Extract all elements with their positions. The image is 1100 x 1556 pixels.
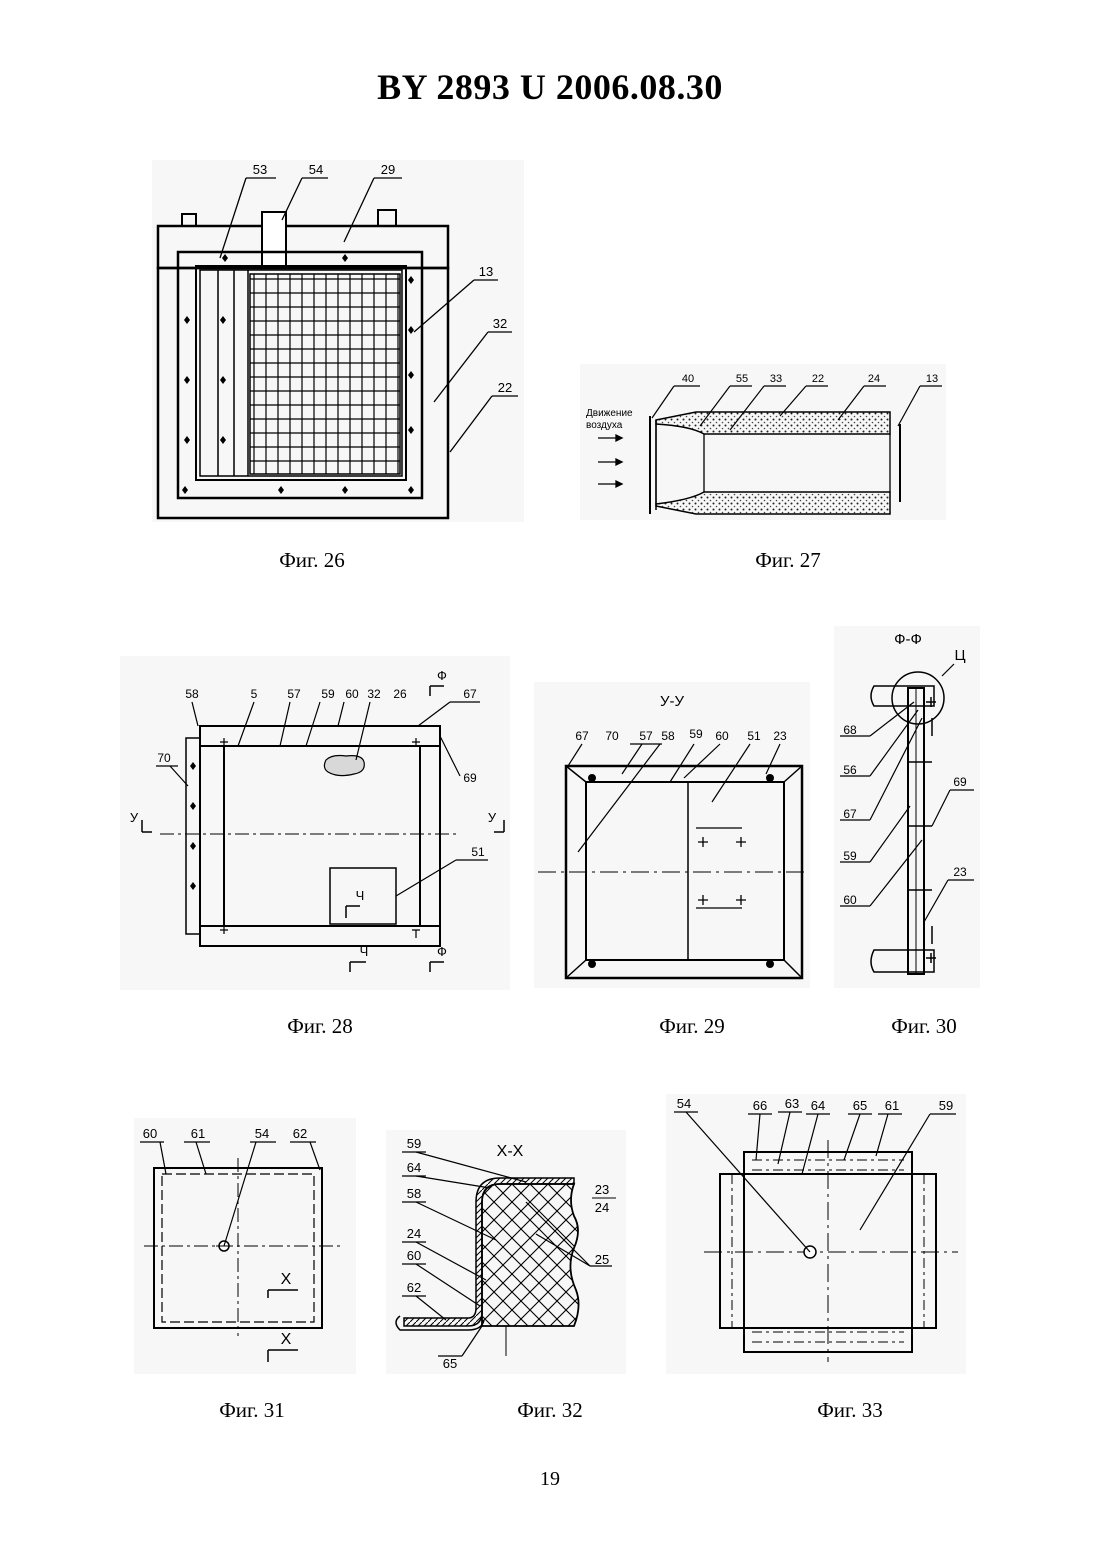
section-mark-u-left: У (130, 810, 139, 825)
figure-27-caption: Фиг. 27 (708, 548, 868, 573)
figure-30-caption: Фиг. 30 (844, 1014, 1004, 1039)
label-26: 26 (393, 687, 407, 701)
label-32: 32 (367, 687, 381, 701)
label-64: 64 (407, 1160, 421, 1175)
label-23: 23 (953, 865, 967, 879)
figure-32-caption: Фиг. 32 (470, 1398, 630, 1423)
section-mark-f-bottom: Ф (437, 944, 447, 959)
label-65: 65 (853, 1098, 867, 1113)
section-mark-u-right: У (488, 810, 497, 825)
label-54: 54 (255, 1126, 269, 1141)
figure-27-drawing: Движение воздуха 40 55 33 22 24 13 (580, 364, 946, 520)
label-54: 54 (309, 162, 323, 177)
label-25: 25 (595, 1252, 609, 1267)
label-22: 22 (812, 373, 824, 385)
label-64: 64 (811, 1098, 825, 1113)
label-13: 13 (479, 264, 493, 279)
label-53: 53 (253, 162, 267, 177)
figure-32-drawing: X-X 59 64 58 24 60 62 65 23 24 25 (386, 1130, 626, 1374)
label-24: 24 (407, 1226, 421, 1241)
figure-31-svg: 60 61 54 62 X X (134, 1118, 356, 1374)
figure-29-svg: У-У 67 70 57 58 59 60 51 23 (534, 682, 810, 988)
figure-30-drawing: Ф-Ф Ц 68 56 67 69 59 60 23 (834, 626, 980, 988)
figure-30-title: Ф-Ф (894, 631, 922, 648)
figure-31-drawing: 60 61 54 62 X X (134, 1118, 356, 1374)
label-70: 70 (157, 751, 171, 765)
label-61: 61 (885, 1098, 899, 1113)
label-13: 13 (926, 373, 938, 385)
figure-33-svg: 54 66 63 64 65 61 59 (666, 1094, 966, 1374)
label-69: 69 (463, 771, 477, 785)
label-59: 59 (689, 727, 703, 741)
figure-30-svg: Ф-Ф Ц 68 56 67 69 59 60 23 (834, 626, 980, 988)
label-66: 66 (753, 1098, 767, 1113)
label-60: 60 (407, 1248, 421, 1263)
figure-28-svg: 58 5 57 59 60 32 26 67 69 70 51 Ф Ф У У … (120, 656, 510, 990)
label-63: 63 (785, 1096, 799, 1111)
figure-29-drawing: У-У 67 70 57 58 59 60 51 23 (534, 682, 810, 988)
label-56: 56 (843, 763, 857, 777)
label-32: 32 (493, 316, 507, 331)
label-67: 67 (843, 807, 857, 821)
figure-29-caption: Фиг. 29 (612, 1014, 772, 1039)
label-51: 51 (747, 729, 761, 743)
label-22: 22 (498, 380, 512, 395)
figure-29-title: У-У (660, 693, 685, 710)
figure-32-svg: X-X 59 64 58 24 60 62 65 23 24 25 (386, 1130, 626, 1374)
label-58: 58 (407, 1186, 421, 1201)
page-number: 19 (0, 1468, 1100, 1491)
label-5: 5 (251, 687, 258, 701)
section-mark-x-lower: X (281, 1331, 292, 1348)
label-59: 59 (939, 1098, 953, 1113)
figure-26-svg: 53 54 29 13 32 22 (152, 160, 524, 522)
label-23: 23 (773, 729, 787, 743)
section-mark-x-upper: X (281, 1271, 292, 1288)
label-60: 60 (345, 687, 359, 701)
label-55: 55 (736, 373, 748, 385)
label-57: 57 (639, 729, 653, 743)
label-24: 24 (868, 373, 880, 385)
label-60: 60 (843, 893, 857, 907)
label-59: 59 (321, 687, 335, 701)
label-29: 29 (381, 162, 395, 177)
air-motion-text-2: воздуха (586, 420, 623, 431)
label-69: 69 (953, 775, 967, 789)
label-51: 51 (471, 845, 485, 859)
label-59: 59 (843, 849, 857, 863)
section-mark-f-top: Ф (437, 668, 447, 683)
label-58: 58 (185, 687, 199, 701)
figure-33-drawing: 54 66 63 64 65 61 59 (666, 1094, 966, 1374)
label-61: 61 (191, 1126, 205, 1141)
label-62: 62 (407, 1280, 421, 1295)
label-58: 58 (661, 729, 675, 743)
figure-32-title: X-X (497, 1143, 524, 1160)
label-54: 54 (677, 1096, 691, 1111)
section-mark-ch-bottom: Ч (360, 944, 369, 959)
figure-27-svg: Движение воздуха 40 55 33 22 24 13 (580, 364, 946, 520)
label-62: 62 (293, 1126, 307, 1141)
figure-31-caption: Фиг. 31 (172, 1398, 332, 1423)
label-60: 60 (143, 1126, 157, 1141)
figure-28-caption: Фиг. 28 (240, 1014, 400, 1039)
figure-26-drawing: 53 54 29 13 32 22 (152, 160, 524, 522)
label-59: 59 (407, 1136, 421, 1151)
label-70: 70 (605, 729, 619, 743)
figure-26-caption: Фиг. 26 (232, 548, 392, 573)
label-ts: Ц (954, 647, 965, 664)
label-40: 40 (682, 373, 694, 385)
figure-33-caption: Фиг. 33 (770, 1398, 930, 1423)
label-24-fraction: 24 (595, 1200, 609, 1215)
document-header: BY 2893 U 2006.08.30 (0, 66, 1100, 108)
label-68: 68 (843, 723, 857, 737)
label-23: 23 (595, 1182, 609, 1197)
label-57: 57 (287, 687, 301, 701)
label-67: 67 (463, 687, 477, 701)
label-33: 33 (770, 373, 782, 385)
label-60: 60 (715, 729, 729, 743)
section-mark-ch-inner: Ч (356, 888, 365, 903)
label-67: 67 (575, 729, 589, 743)
label-65: 65 (443, 1356, 457, 1371)
air-motion-text-1: Движение (586, 408, 633, 419)
figure-28-drawing: 58 5 57 59 60 32 26 67 69 70 51 Ф Ф У У … (120, 656, 510, 990)
